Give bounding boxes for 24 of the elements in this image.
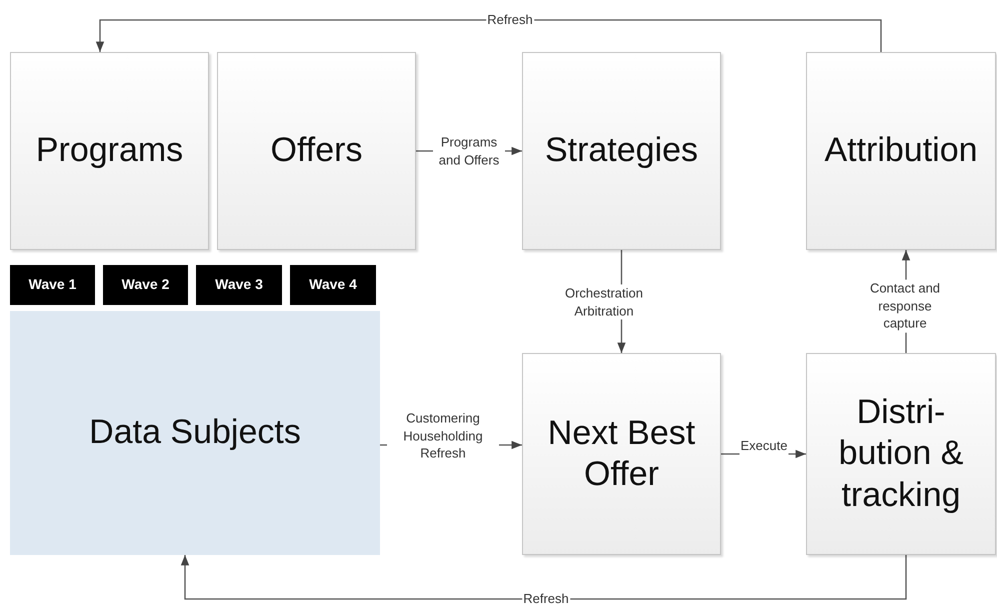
data-box — [10, 311, 380, 555]
arrow — [180, 555, 907, 600]
node-label: Attribution — [824, 130, 978, 172]
process-box — [522, 52, 721, 250]
node-label: Offers — [270, 130, 362, 172]
wave-tab — [290, 265, 376, 305]
wave-tab — [196, 265, 282, 305]
process-box — [806, 353, 996, 555]
wave-tab — [10, 265, 95, 305]
node-label: Wave 2 — [122, 276, 170, 294]
process-box — [10, 52, 209, 250]
wave-tab — [103, 265, 188, 305]
process-box — [806, 52, 996, 250]
node-label: Distri- bution & tracking — [838, 392, 964, 516]
node-label: Wave 3 — [215, 276, 263, 294]
node-label: Programs — [36, 130, 184, 172]
node-label: Next Best Offer — [546, 412, 696, 495]
node-label: Data Subjects — [89, 412, 301, 454]
process-box — [522, 353, 721, 555]
node-label: Strategies — [544, 130, 698, 172]
arrow — [96, 19, 882, 52]
node-label: Wave 1 — [28, 276, 76, 294]
node-label: Wave 4 — [309, 276, 357, 294]
process-box — [217, 52, 416, 250]
